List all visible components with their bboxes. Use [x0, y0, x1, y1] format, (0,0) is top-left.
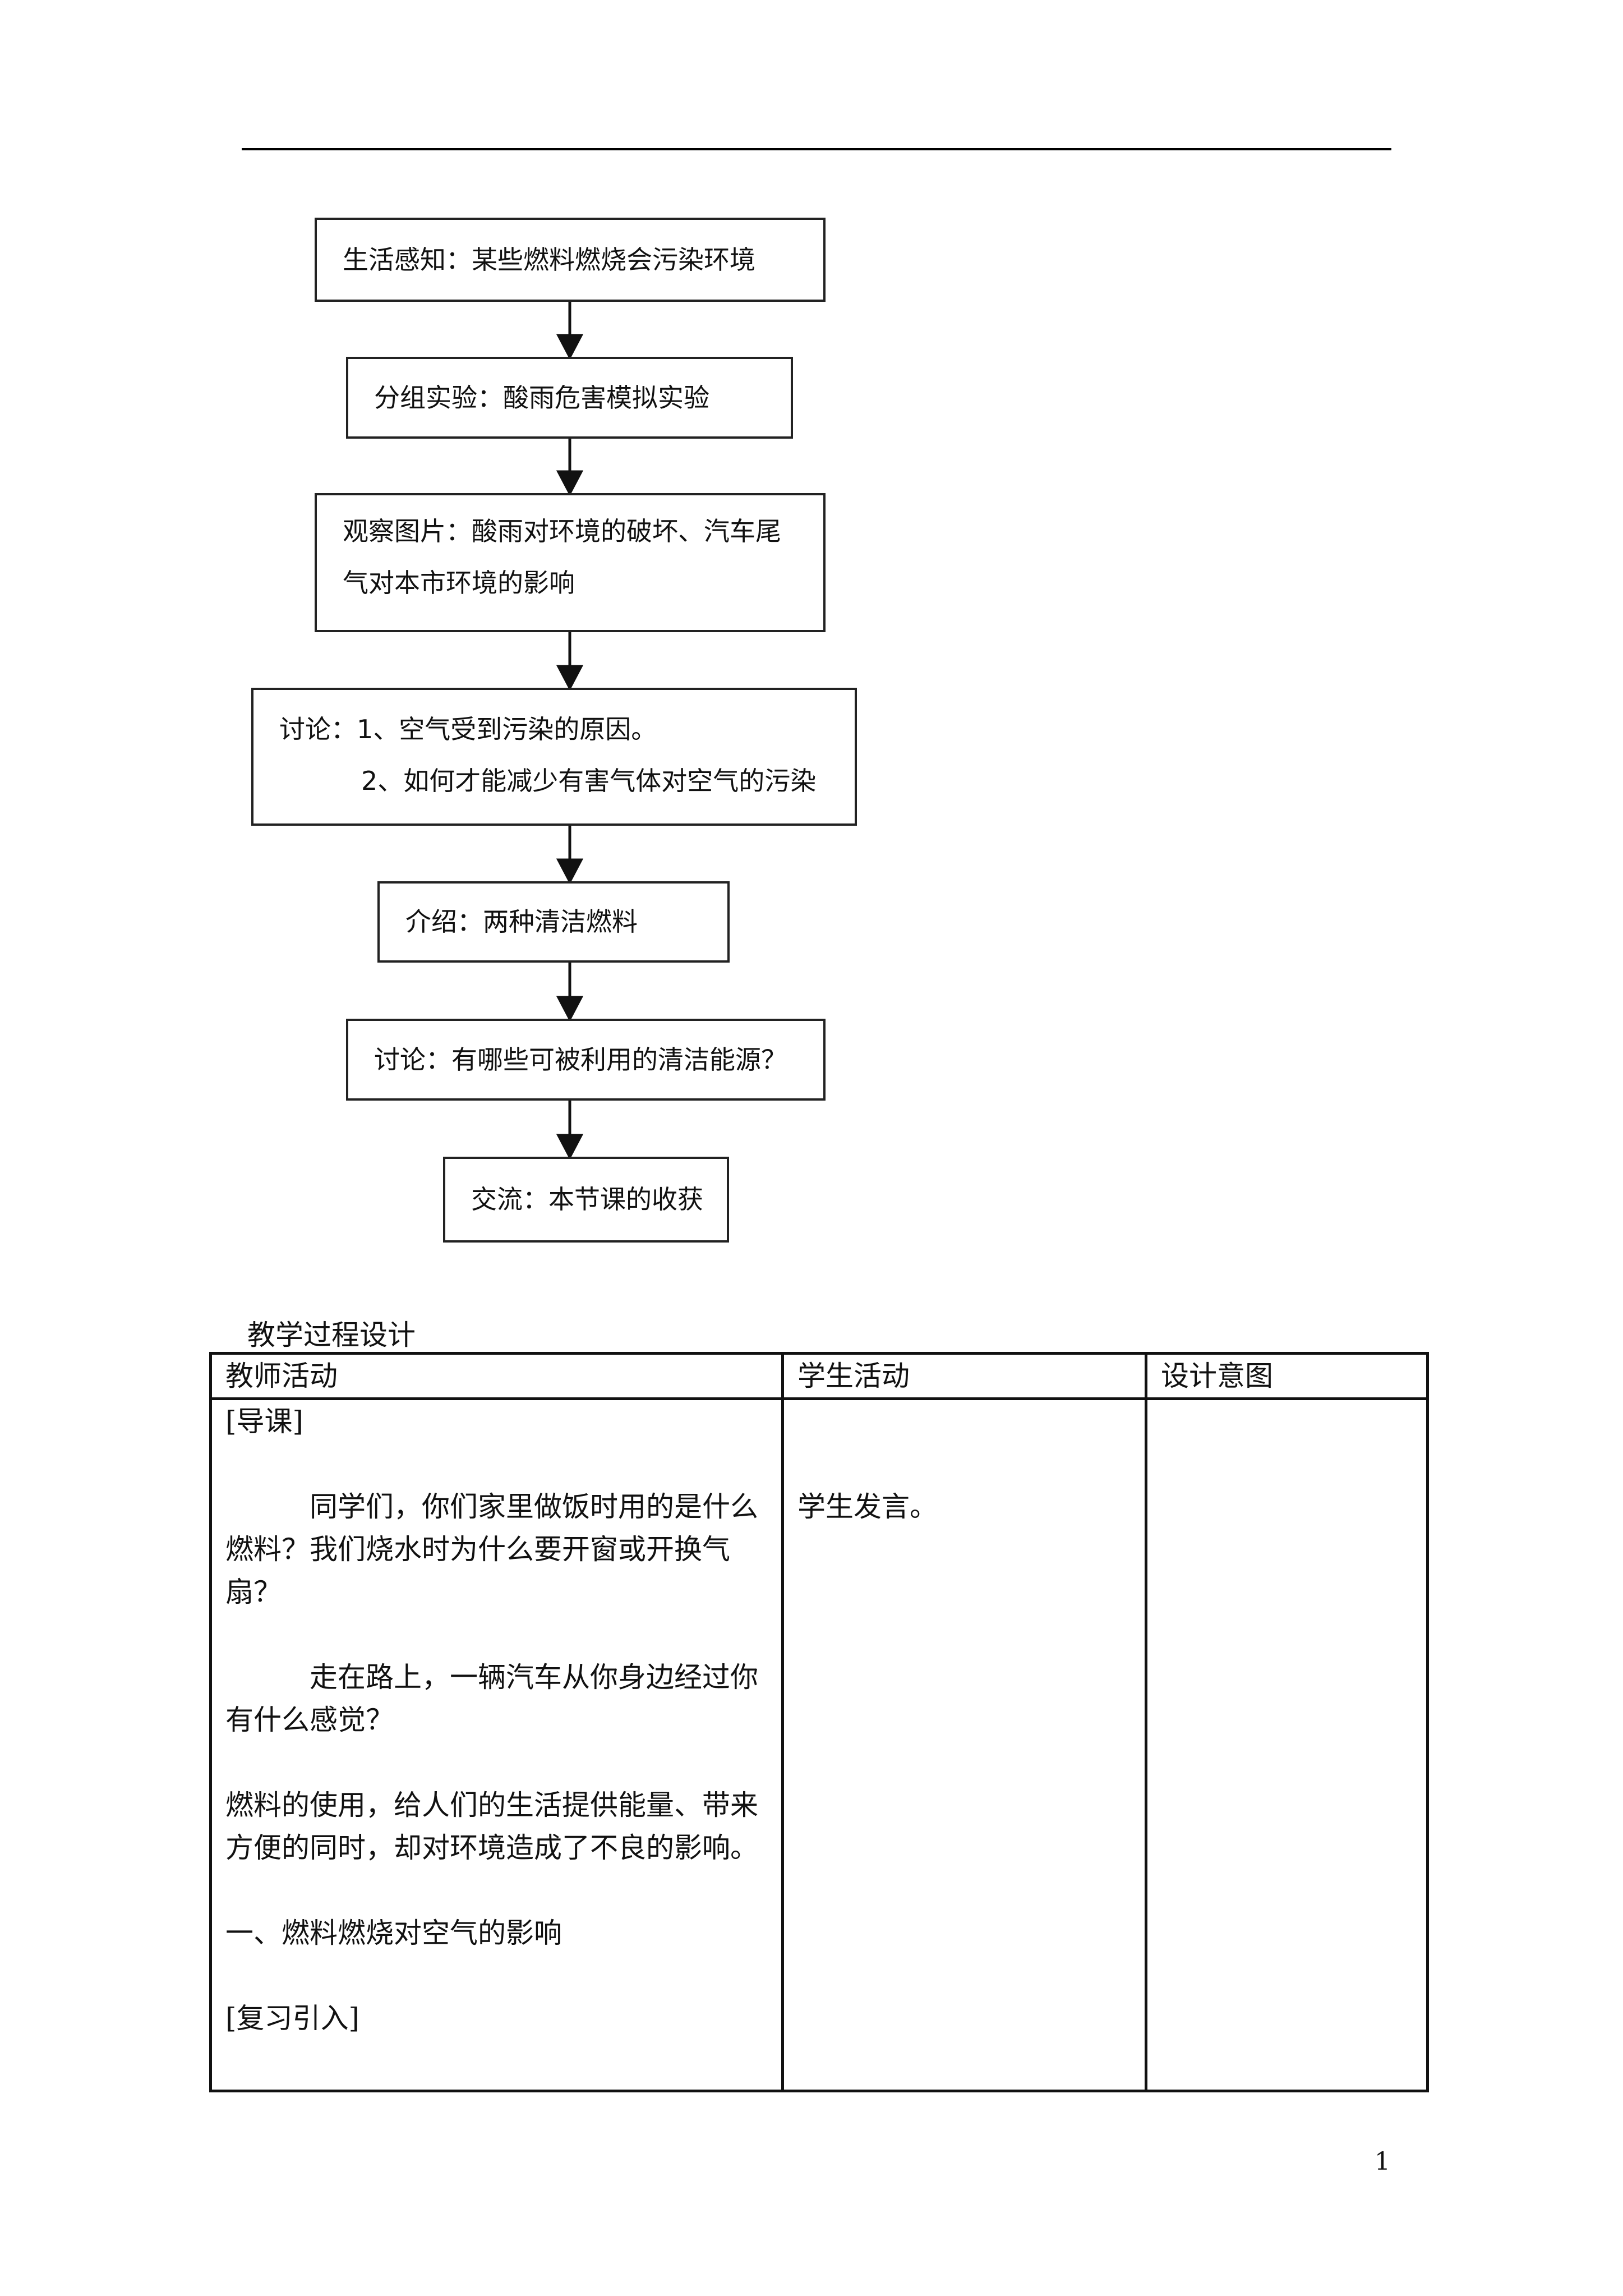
flow-step-2: 分组实验：酸雨危害模拟实验 — [346, 357, 793, 439]
header-rule — [242, 148, 1391, 150]
teacher-p4-line-2: 方便的同时，却对环境造成了不良的影响。 — [225, 1832, 758, 1864]
header-teacher: 教师活动 — [209, 1352, 784, 1400]
header-student: 学生活动 — [781, 1352, 1147, 1400]
flow-step-2-text: 分组实验：酸雨危害模拟实验 — [374, 383, 709, 413]
flow-step-6-text: 讨论：有哪些可被利用的清洁能源？ — [374, 1045, 787, 1075]
flow-step-7: 交流：本节课的收获 — [443, 1157, 729, 1243]
arrow-6-head — [556, 1134, 584, 1160]
teacher-p3-line-1: 走在路上，一辆汽车从你身边经过你 — [310, 1661, 758, 1694]
arrow-2-head — [556, 470, 584, 496]
table-header-row: 教师活动 学生活动 设计意图 — [209, 1352, 1429, 1400]
lesson-plan-table: 教师活动 学生活动 设计意图 [导课] 同学们，你们家里做饭时用的是什么 燃料？… — [209, 1352, 1429, 2092]
flow-step-4-line-2: 2、如何才能减少有害气体对空气的污染 — [361, 766, 817, 796]
design-intent-cell — [1145, 1397, 1429, 2092]
teacher-p1: [导课] — [225, 1405, 304, 1438]
teacher-p5: 一、燃料燃烧对空气的影响 — [225, 1917, 562, 1949]
flow-step-4: 讨论：1、空气受到污染的原因。 2、如何才能减少有害气体对空气的污染 — [251, 688, 857, 826]
arrow-3-head — [556, 665, 584, 691]
flow-step-4-line-1: 讨论：1、空气受到污染的原因。 — [279, 714, 657, 744]
flow-step-1: 生活感知：某些燃料燃烧会污染环境 — [315, 218, 826, 302]
student-p1: 学生发言。 — [797, 1490, 938, 1523]
flow-step-5: 介绍：两种清洁燃料 — [377, 881, 730, 963]
student-activity-cell: 学生发言。 — [781, 1397, 1147, 2092]
table-row: [导课] 同学们，你们家里做饭时用的是什么 燃料？我们烧水时为什么要开窗或开换气… — [209, 1397, 1429, 2092]
teacher-p3-line-2: 有什么感觉？ — [225, 1704, 394, 1736]
teacher-p2-line-2: 燃料？我们烧水时为什么要开窗或开换气 — [225, 1533, 730, 1566]
arrow-4-head — [556, 858, 584, 885]
flow-step-1-text: 生活感知：某些燃料燃烧会污染环境 — [343, 245, 755, 275]
header-design: 设计意图 — [1145, 1352, 1429, 1400]
teacher-activity-cell: [导课] 同学们，你们家里做饭时用的是什么 燃料？我们烧水时为什么要开窗或开换气… — [209, 1397, 784, 2092]
table-caption: 教学过程设计 — [247, 1319, 416, 1351]
arrow-1-head — [556, 334, 584, 360]
flowchart: 生活感知：某些燃料燃烧会污染环境 分组实验：酸雨危害模拟实验 观察图片：酸雨对环… — [251, 218, 857, 1243]
teacher-p4-line-1: 燃料的使用，给人们的生活提供能量、带来 — [225, 1789, 758, 1821]
page-number: 1 — [1375, 2147, 1390, 2176]
teacher-p6: [复习引入] — [225, 2002, 360, 2035]
flow-step-3: 观察图片：酸雨对环境的破坏、汽车尾 气对本市环境的影响 — [315, 493, 826, 632]
flow-arrows — [556, 302, 584, 1160]
arrow-5-head — [556, 996, 584, 1022]
flow-step-5-text: 介绍：两种清洁燃料 — [405, 907, 638, 937]
flow-step-3-line-2: 气对本市环境的影响 — [343, 568, 575, 598]
flow-step-7-text: 交流：本节课的收获 — [471, 1184, 703, 1214]
flow-step-6: 讨论：有哪些可被利用的清洁能源？ — [346, 1019, 826, 1101]
teacher-p2-line-3: 扇？ — [225, 1576, 282, 1608]
teacher-p2-line-1: 同学们，你们家里做饭时用的是什么 — [310, 1490, 758, 1523]
flow-step-3-line-1: 观察图片：酸雨对环境的破坏、汽车尾 — [343, 516, 781, 546]
